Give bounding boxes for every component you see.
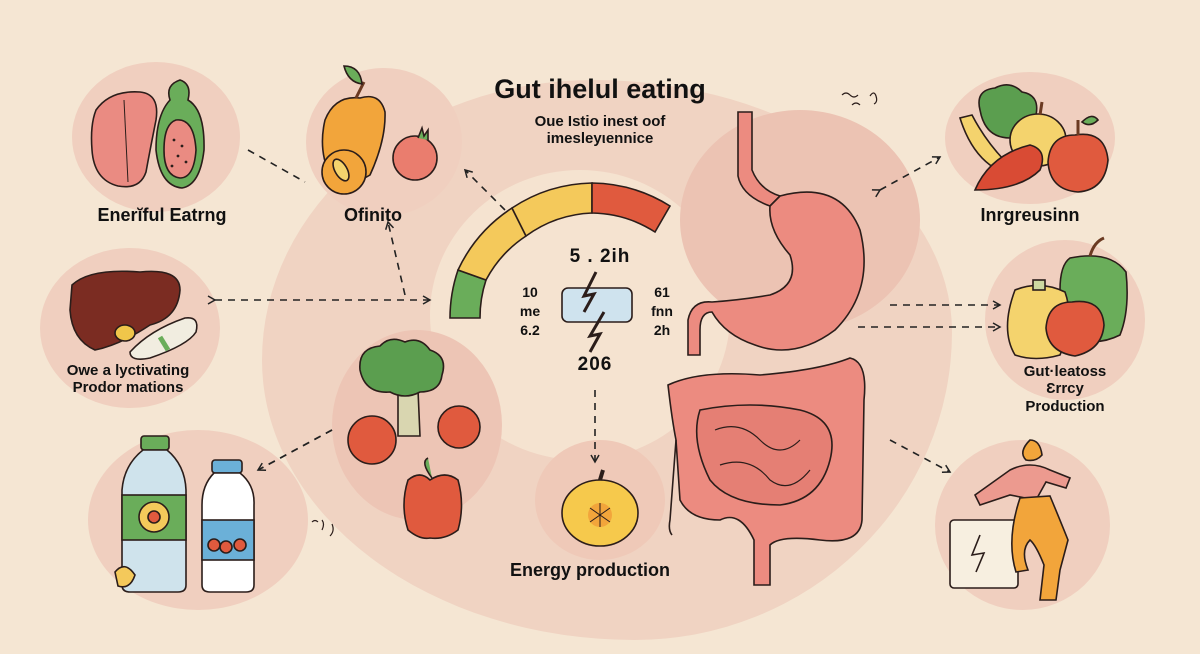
label-middle-left: Owe a lyctivating Prodor mations: [28, 362, 228, 397]
label-middle-left-line-2: Prodor mations: [72, 379, 184, 397]
gauge-segment-yellow-2: [510, 182, 593, 238]
fruits-icon: [321, 65, 438, 195]
label-middle-right-line-3: Production: [1025, 397, 1105, 415]
gauge-left-value-2: me: [519, 302, 541, 319]
label-middle-left-line-1: Owe a lyctivating: [66, 362, 190, 379]
page-subtitle: Oue Istio inest oof imesleyιennice: [470, 113, 730, 148]
label-top-center-left: Ofinito: [344, 205, 402, 225]
label-bottom-center: Energy production: [509, 560, 670, 580]
squiggle-decorations: [311, 92, 878, 537]
lightning-icon-2: [587, 311, 606, 353]
gauge-left-values: 10 me 6.2: [510, 283, 550, 340]
lightning-icon: [581, 271, 598, 313]
connector-arrows: [207, 149, 1002, 473]
peppers-icon: [1006, 236, 1128, 360]
gauge-top-value: 5 . 2ih: [569, 246, 631, 267]
subtitle-line-2: imesleyιennice: [546, 130, 654, 148]
gauge-segment-yellow-1: [456, 206, 528, 281]
page-title: Gut ihelul eating: [494, 74, 706, 104]
label-top-right: Inrgreusinn: [980, 205, 1080, 225]
bottles-icon: [114, 435, 255, 593]
gauge-left-value-3: 6.2: [520, 321, 540, 338]
label-top-left: Enerĭful Eatrng: [97, 205, 227, 225]
gauge-segment-red: [591, 182, 672, 234]
meat-and-papaya-icon: [90, 79, 205, 189]
gauge-right-values: 61 fnn 2h: [642, 283, 682, 340]
subtitle-line-1: Oue Istio inest oof: [534, 113, 666, 130]
label-middle-right-line-1: Gut·leatoss: [1023, 363, 1107, 380]
label-middle-right-line-2: Ɛrrcy: [1046, 380, 1084, 398]
gauge-right-value-3: 2h: [653, 321, 671, 338]
liver-icon: [69, 270, 198, 360]
digestive-system-icon: [667, 111, 866, 586]
vegetables-icon: [347, 338, 481, 540]
person-exercising-icon: [949, 439, 1072, 601]
gauge-right-value-2: fnn: [651, 302, 673, 319]
battery-icon: [561, 287, 633, 323]
gauge-left-value-1: 10: [522, 284, 538, 300]
label-middle-right: Gut·leatoss Ɛrrcy Production: [985, 363, 1145, 415]
gauge-bottom-value: 206: [577, 354, 613, 375]
fruit-basket-icon: [958, 84, 1109, 193]
energy-gauge: [449, 182, 672, 353]
gauge-right-value-1: 61: [654, 284, 670, 300]
yellow-fruit-icon: [561, 469, 639, 547]
